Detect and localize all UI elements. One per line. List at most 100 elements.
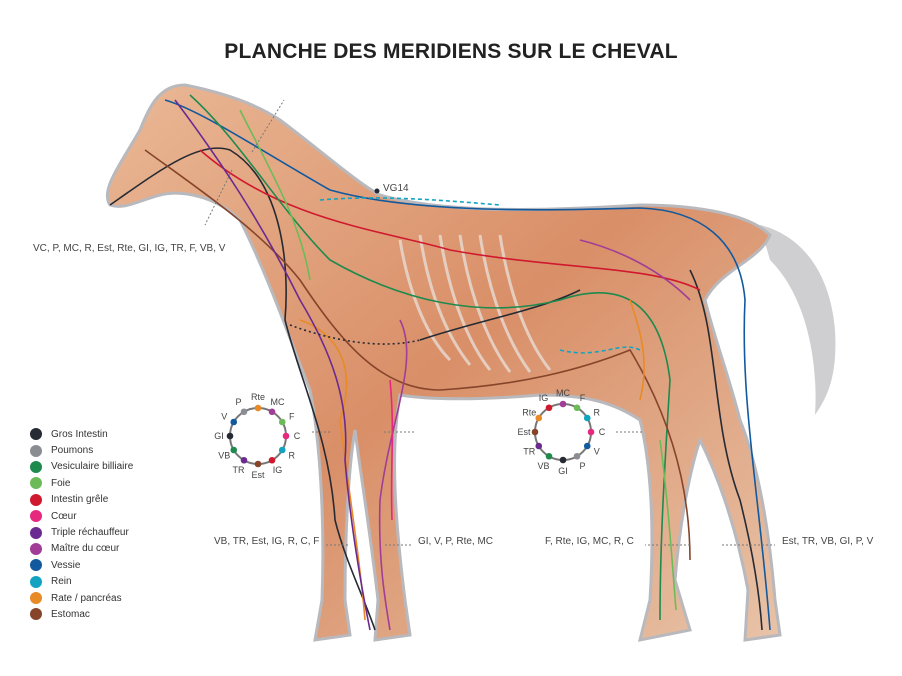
legend-item: Rein <box>30 574 133 590</box>
wheel-dot <box>282 432 290 440</box>
legend-item: Vesiculaire billiaire <box>30 459 133 475</box>
meridian-gros-intestin-2 <box>419 269 763 631</box>
wheel-dot <box>254 404 262 412</box>
meridian-estomac <box>144 149 691 561</box>
wheel-dot <box>583 414 591 422</box>
legend-label: Rein <box>51 576 72 588</box>
meridian-vessie <box>164 99 771 631</box>
legend-label: Vessie <box>51 559 81 571</box>
wheel-label: TR <box>233 465 245 475</box>
meridian-wheel-hind <box>534 403 592 461</box>
legend-label: Estomac <box>51 608 90 620</box>
meridian-gros-intestin <box>109 147 376 631</box>
legend-dot-icon <box>30 559 42 572</box>
wheel-dot <box>535 414 543 422</box>
wheel-dot <box>531 428 539 436</box>
wheel-label: GI <box>214 431 224 441</box>
wheel-dot <box>268 408 276 416</box>
wheel-label: IG <box>539 393 549 403</box>
meridian-maitre <box>378 239 691 631</box>
legend-dot-icon <box>30 608 42 621</box>
wheel-dot <box>278 446 286 454</box>
legend-item: Estomac <box>30 606 133 622</box>
legend-dot-icon <box>30 592 42 605</box>
hind-leg-right-label: Est, TR, VB, GI, P, V <box>782 536 874 547</box>
meridian-coeur <box>389 379 394 521</box>
meridian-vesiculaire <box>189 94 671 621</box>
meridian-wheel-front <box>229 407 287 465</box>
wheel-label: VB <box>537 461 549 471</box>
wheel-label: TR <box>523 447 535 457</box>
wheel-dot <box>268 456 276 464</box>
wheel-dot <box>535 442 543 450</box>
legend-label: Gros Intestin <box>51 428 108 440</box>
legend-label: Cœur <box>51 510 77 522</box>
meridian-rein <box>319 197 641 354</box>
legend-dot-icon <box>30 477 42 490</box>
legend-dot-icon <box>30 510 42 523</box>
vg14-point <box>374 188 380 194</box>
front-leg-right-label: GI, V, P, Rte, MC <box>418 536 494 547</box>
wheel-dot <box>254 460 262 468</box>
wheel-label: IG <box>273 465 283 475</box>
wheel-dot <box>240 456 248 464</box>
wheel-dot <box>545 452 553 460</box>
meridian-triple <box>174 99 371 631</box>
wheel-dot <box>559 456 567 464</box>
legend-item: Foie <box>30 475 133 491</box>
legend-dot-icon <box>30 542 42 555</box>
page-title: PLANCHE DES MERIDIENS SUR LE CHEVAL <box>224 40 678 63</box>
wheel-label: P <box>235 397 241 407</box>
wheel-label: R <box>594 408 601 418</box>
legend-item: Vessie <box>30 557 133 573</box>
legend-label: Foie <box>51 477 71 489</box>
wheel-label: Rte <box>251 392 265 402</box>
wheel-label: Est <box>517 427 531 437</box>
wheel-label: C <box>294 431 301 441</box>
legend-dot-icon <box>30 526 42 539</box>
wheel-label: F <box>580 393 586 403</box>
legend-label: Triple réchauffeur <box>51 527 129 539</box>
legend-item: Poumons <box>30 442 133 458</box>
wheel-label: MC <box>271 397 285 407</box>
legend-item: Intestin grêle <box>30 492 133 508</box>
wheel-label: MC <box>556 388 570 398</box>
legend-label: Maître du cœur <box>51 543 120 555</box>
horse-body <box>105 83 782 642</box>
wheel-dot <box>226 432 234 440</box>
legend-dot-icon <box>30 575 42 588</box>
legend-dot-icon <box>30 493 42 506</box>
wheel-dot <box>583 442 591 450</box>
wheel-dot <box>230 418 238 426</box>
wheel-label: R <box>289 451 296 461</box>
hind-leg-left-label: F, Rte, IG, MC, R, C <box>545 536 634 547</box>
ribcage <box>398 234 552 373</box>
wheel-dot <box>559 400 567 408</box>
head-meridians-label: VC, P, MC, R, Est, Rte, GI, IG, TR, F, V… <box>33 243 226 254</box>
legend-dot-icon <box>30 428 42 441</box>
meridian-rate <box>299 299 645 621</box>
wheel-dot <box>545 404 553 412</box>
legend-item: Cœur <box>30 508 133 524</box>
wheel-label: VB <box>218 451 230 461</box>
wheel-label: Est <box>251 470 265 480</box>
legend-dot-icon <box>30 460 42 473</box>
wheel-label: Rte <box>522 408 536 418</box>
legend-item: Gros Intestin <box>30 426 133 442</box>
vg14-label: VG14 <box>383 183 409 194</box>
wheel-dot <box>573 404 581 412</box>
wheel-label: F <box>289 412 295 422</box>
wheel-dot <box>230 446 238 454</box>
legend-item: Maître du cœur <box>30 541 133 557</box>
wheel-label: GI <box>558 466 568 476</box>
legend-item: Rate / pancréas <box>30 590 133 606</box>
legend-dot-icon <box>30 444 42 457</box>
dotted-arrows <box>204 99 775 546</box>
wheel-dot <box>573 452 581 460</box>
front-leg-left-label: VB, TR, Est, IG, R, C, F <box>214 536 320 547</box>
wheel-dot <box>278 418 286 426</box>
tail <box>760 225 836 415</box>
wheel-label: V <box>221 412 227 422</box>
